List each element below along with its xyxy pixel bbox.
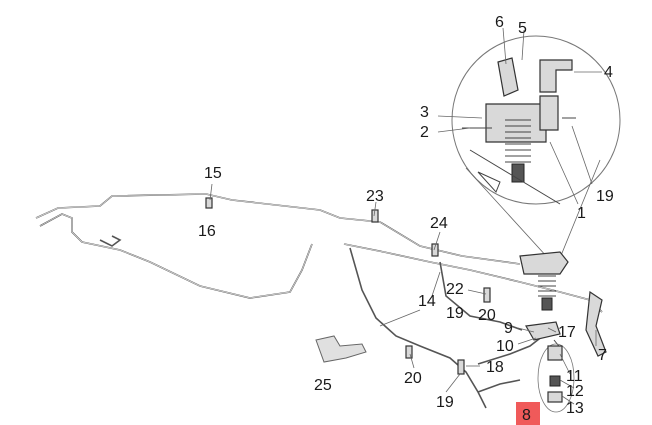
callout-13: 13: [566, 400, 584, 417]
callout-19-low: 19: [436, 394, 454, 411]
callout-3: 3: [420, 104, 429, 121]
highlight-label: 8: [522, 407, 531, 424]
callout-15: 15: [204, 165, 222, 182]
detail-view: [451, 35, 621, 259]
callout-12: 12: [566, 383, 584, 400]
callout-labels: 6 5 4 3 2 19 1 15 16 23 24 22 14 19 20 9…: [198, 14, 614, 417]
callout-20-low: 20: [404, 370, 422, 387]
leader-lines: [209, 27, 602, 405]
highlight-badge-8[interactable]: 8: [516, 402, 540, 425]
callout-7: 7: [598, 347, 607, 364]
lever-spring-assembly: [519, 251, 607, 357]
callout-22: 22: [446, 281, 464, 298]
callout-18: 18: [486, 359, 504, 376]
callout-4: 4: [604, 64, 613, 81]
callout-19-mid: 19: [446, 305, 464, 322]
callout-9: 9: [504, 320, 513, 337]
callout-11: 11: [566, 368, 583, 385]
callout-25: 25: [314, 377, 332, 394]
clips: [205, 197, 491, 375]
callout-6: 6: [495, 14, 504, 31]
callout-20-mid: 20: [478, 307, 496, 324]
callout-17: 17: [558, 324, 576, 341]
callout-16: 16: [198, 223, 216, 240]
callout-2: 2: [420, 124, 429, 141]
decal-plate: [315, 335, 367, 363]
callout-23: 23: [366, 188, 384, 205]
callout-24: 24: [430, 215, 448, 232]
callout-5: 5: [518, 20, 527, 37]
callout-14: 14: [418, 293, 436, 310]
callout-10: 10: [496, 338, 514, 355]
small-parts-group: [537, 343, 575, 413]
brake-tube-assembly: [35, 193, 603, 409]
callout-1: 1: [577, 205, 586, 222]
callout-19-top: 19: [596, 188, 614, 205]
